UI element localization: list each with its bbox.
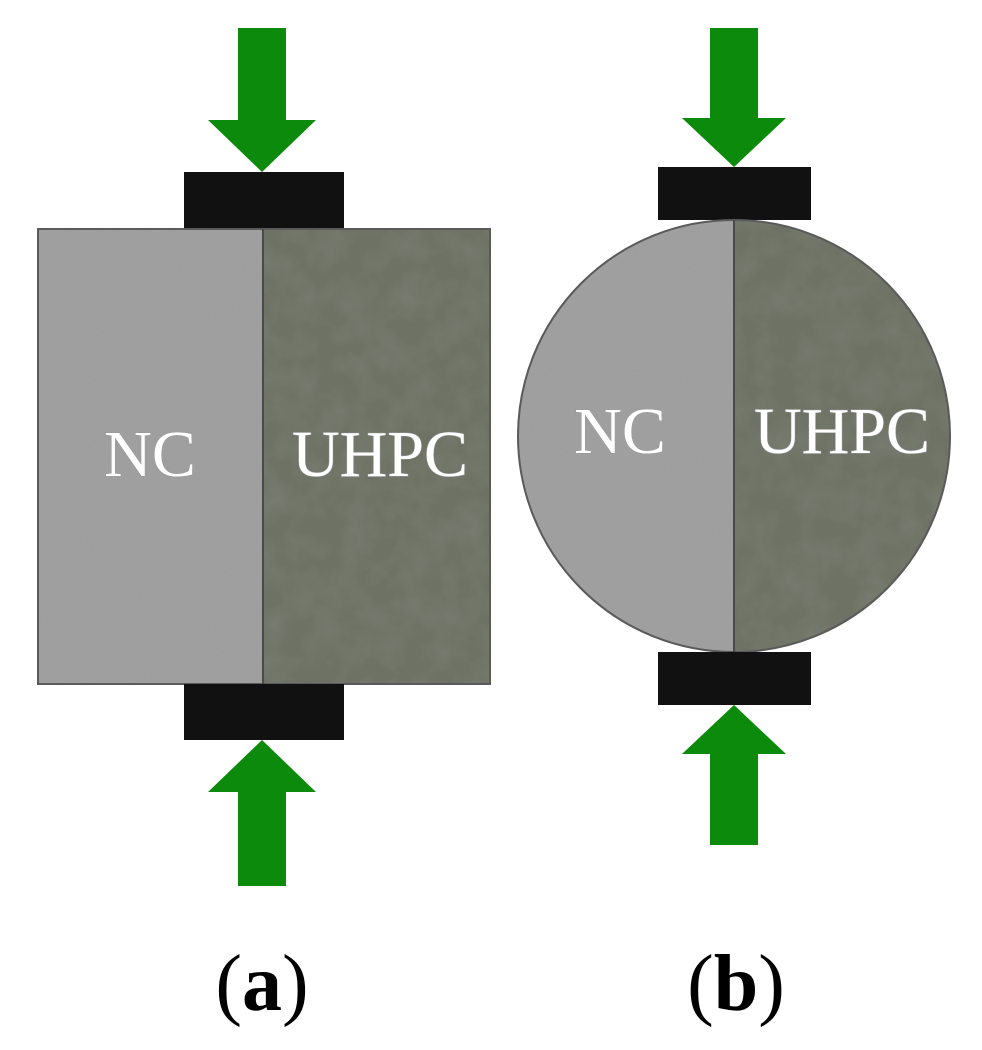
- down-arrow-icon: [208, 28, 316, 172]
- nc-block: [38, 229, 263, 684]
- panel-b: NC UHPC (b): [517, 28, 951, 1028]
- caption-a: (a): [215, 940, 308, 1028]
- up-arrow-icon: [208, 740, 316, 886]
- nc-label: NC: [104, 418, 196, 491]
- uhpc-label: UHPC: [754, 395, 930, 468]
- uhpc-label: UHPC: [292, 418, 468, 491]
- uhpc-block: [263, 229, 490, 684]
- caption-b: (b): [687, 940, 785, 1028]
- bottom-platen: [184, 684, 344, 740]
- panel-a: NC UHPC (a): [37, 28, 491, 1028]
- top-platen: [658, 167, 811, 220]
- bottom-platen: [658, 652, 811, 705]
- down-arrow-icon: [682, 28, 786, 167]
- top-platen: [184, 172, 344, 229]
- up-arrow-icon: [682, 705, 786, 845]
- nc-label: NC: [574, 395, 666, 468]
